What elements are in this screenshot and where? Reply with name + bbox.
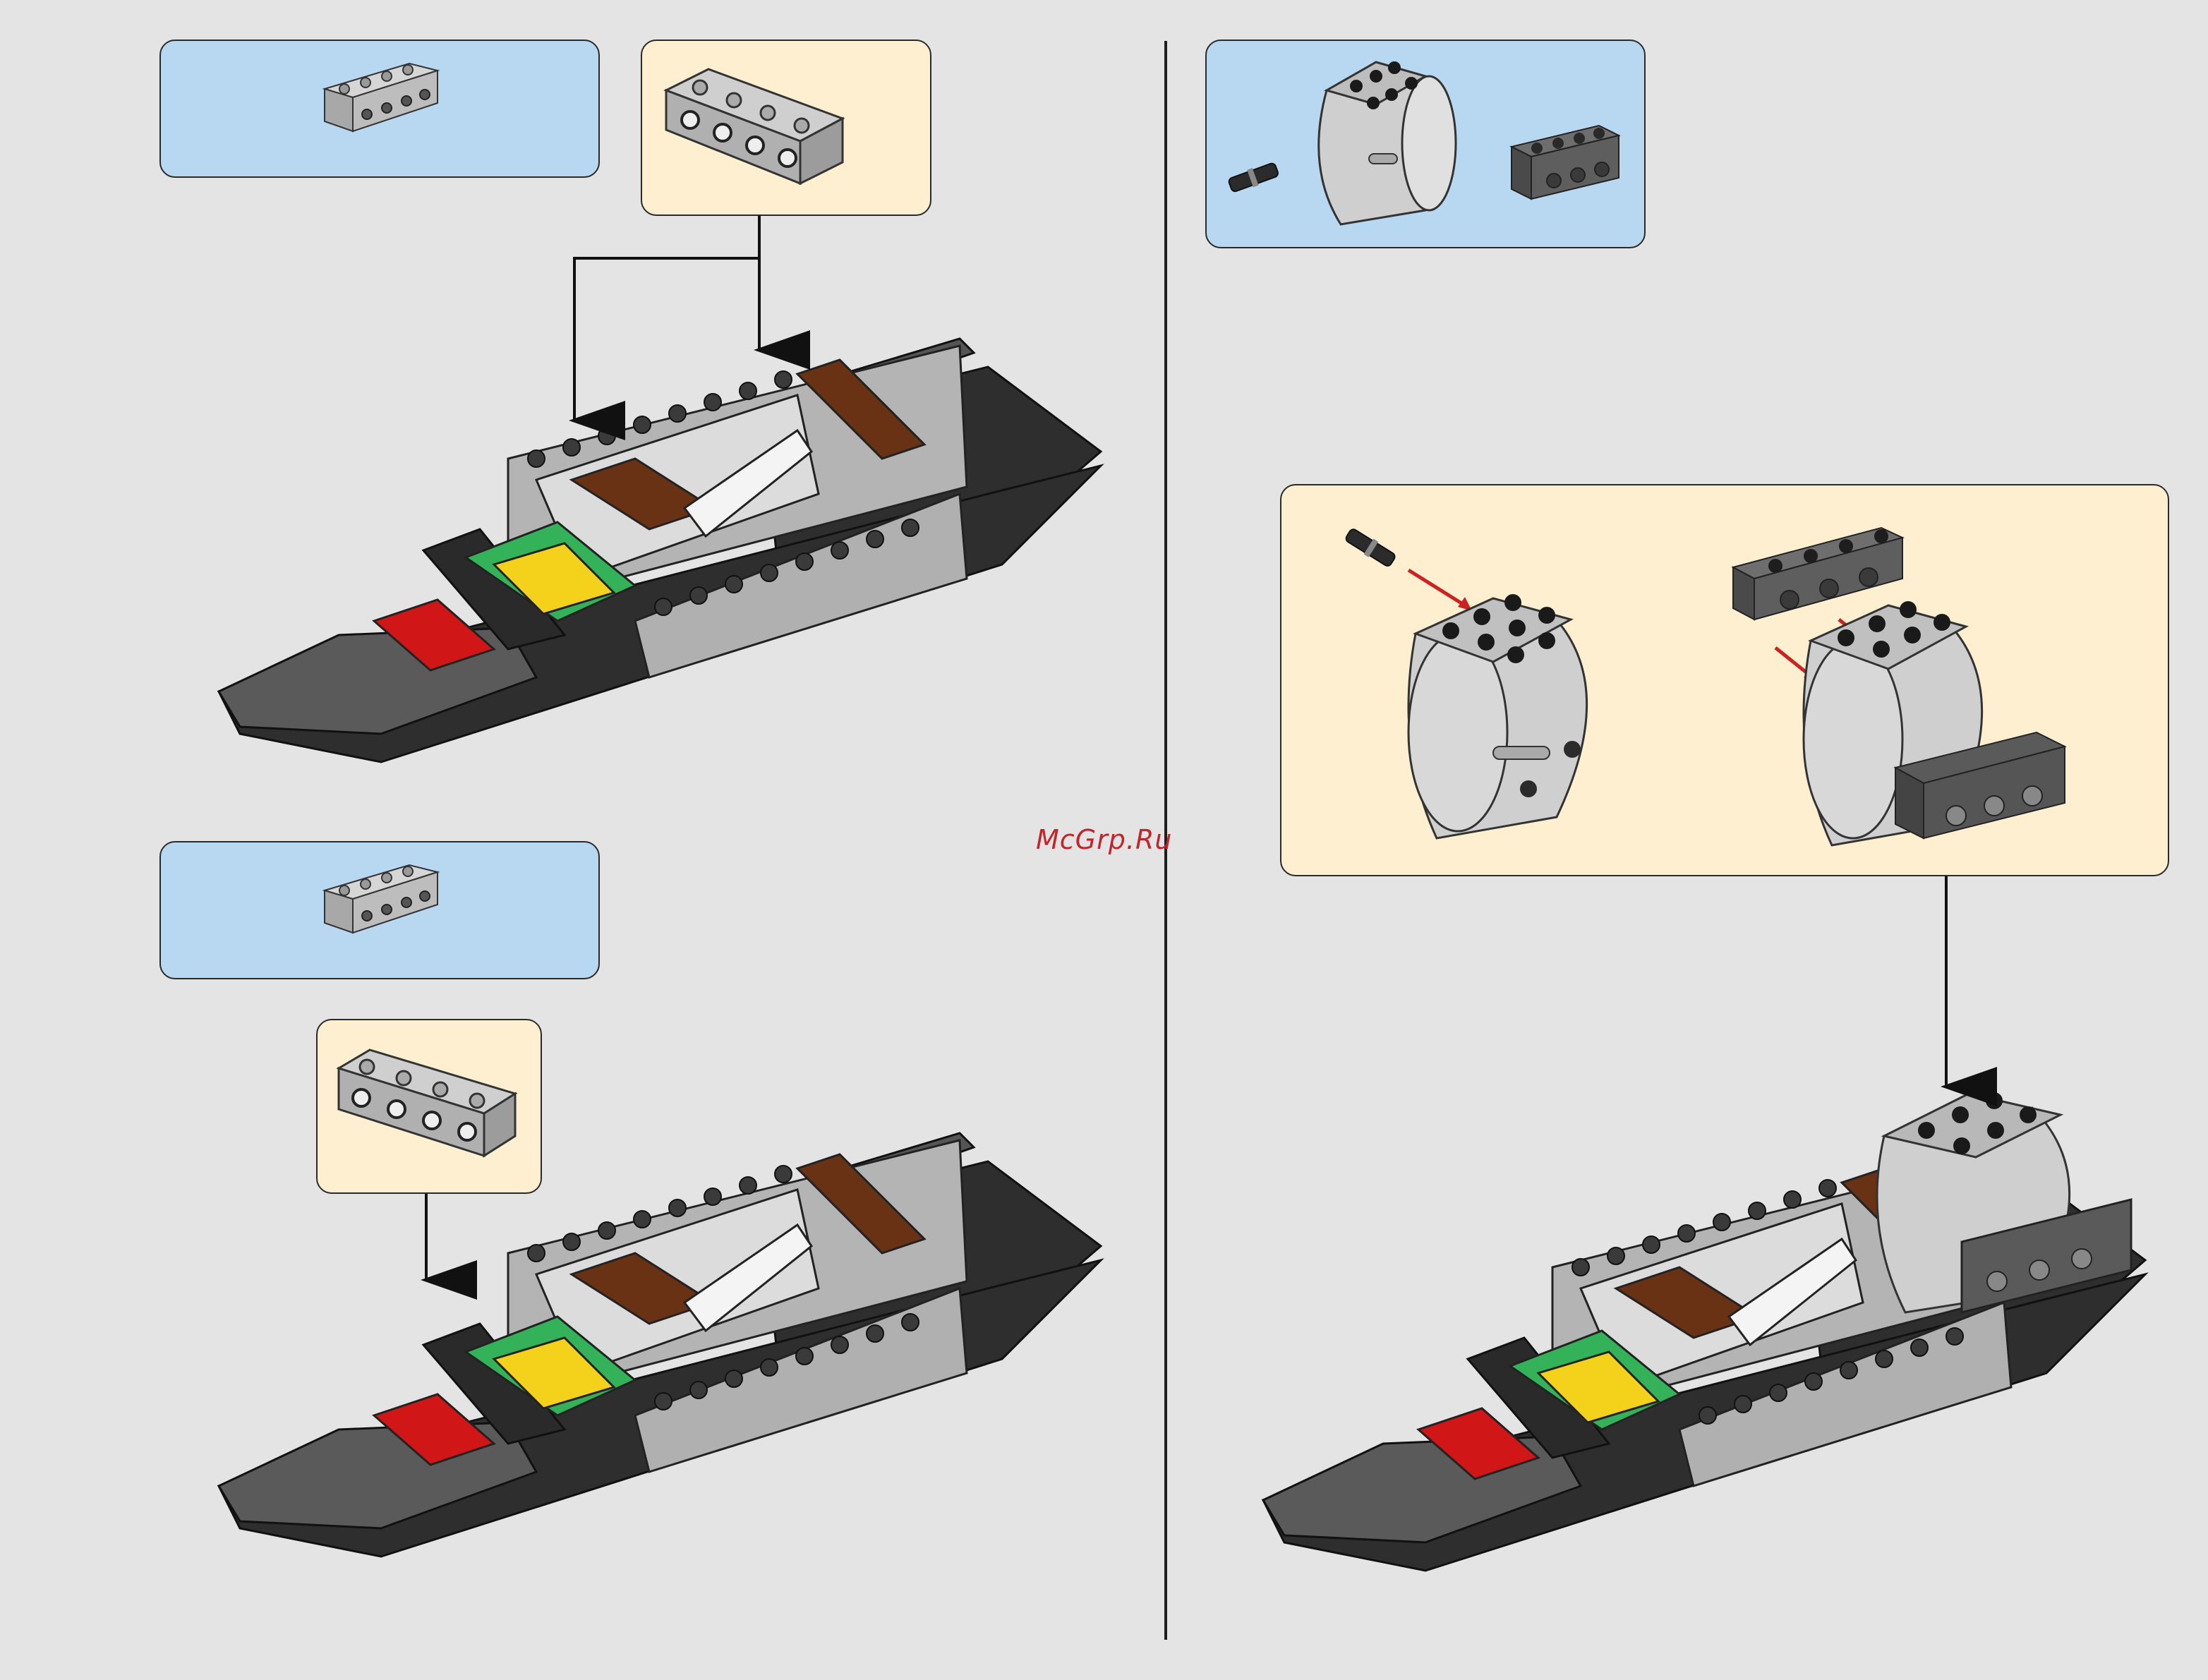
placement-arrows-step-a bbox=[574, 216, 759, 421]
hull-model-step-c bbox=[1263, 1092, 2145, 1571]
hull-model-step-b bbox=[219, 1133, 1101, 1557]
watermark-text: McGrp.Ru bbox=[1036, 824, 1172, 855]
hull-model-step-a bbox=[219, 339, 1101, 762]
